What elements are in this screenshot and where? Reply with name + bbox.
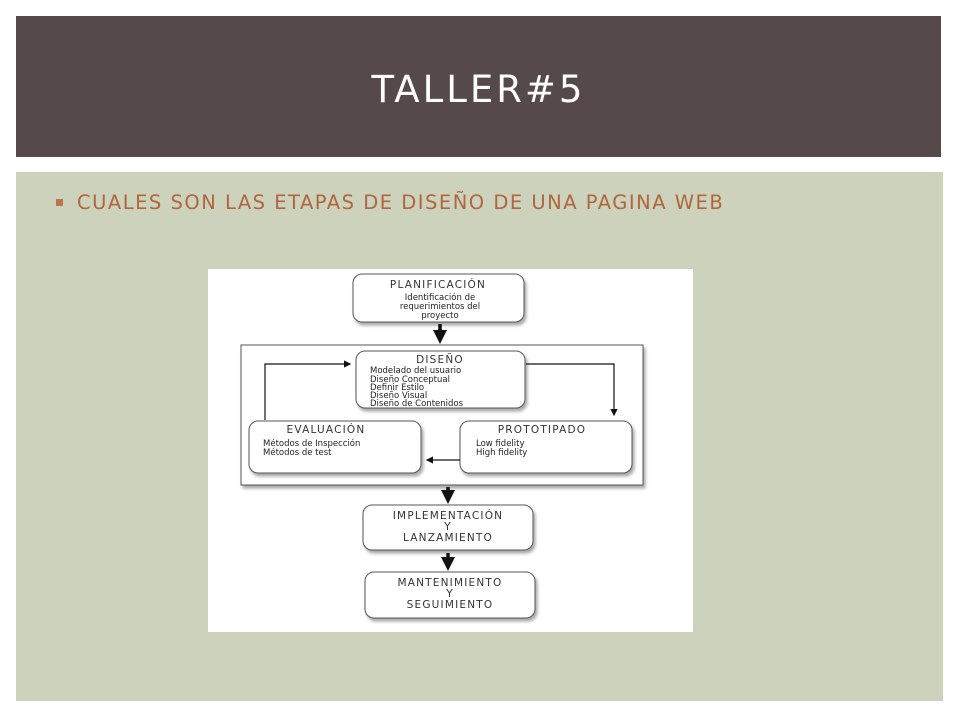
flow-diagram-svg: PLANIFICACIÓN Identificación de requerim… (240, 273, 644, 619)
prototipado-line: Low fidelity (476, 439, 525, 449)
diseno-box: DISEÑO Modelado del usuario Diseño Conce… (355, 350, 526, 409)
title-bar: TALLER#5 (16, 16, 941, 157)
content-area: CUALES SON LAS ETAPAS DE DISEÑO DE UNA P… (16, 172, 943, 701)
bullet-text: CUALES SON LAS ETAPAS DE DISEÑO DE UNA P… (77, 191, 725, 214)
evaluacion-title: EVALUACIÓN (287, 423, 366, 436)
implementacion-box: IMPLEMENTACIÓN Y LANZAMIENTO (362, 504, 534, 551)
arrow-evaluacion-to-diseno (264, 360, 352, 420)
prototipado-box: PROTOTIPADO Low fidelity High fidelity (459, 420, 633, 474)
planificacion-line: Identificación de (405, 292, 475, 303)
diseno-line: Diseño de Contenidos (370, 399, 464, 409)
mantenimiento-line: SEGUIMIENTO (407, 599, 494, 611)
diseno-line: Diseño Visual (370, 391, 427, 401)
mantenimiento-line: MANTENIMIENTO (397, 577, 502, 589)
diseno-line: Modelado del usuario (370, 366, 461, 376)
square-bullet-icon (56, 199, 63, 206)
diseno-line: Definir Estilo (370, 383, 424, 393)
evaluacion-box: EVALUACIÓN Métodos de Inspección Métodos… (248, 420, 422, 474)
flow-diagram: PLANIFICACIÓN Identificación de requerim… (208, 269, 693, 632)
bullet-item: CUALES SON LAS ETAPAS DE DISEÑO DE UNA P… (56, 191, 724, 214)
slide-title: TALLER#5 (371, 68, 586, 111)
mantenimiento-box: MANTENIMIENTO Y SEGUIMIENTO (364, 571, 536, 619)
prototipado-title: PROTOTIPADO (498, 424, 586, 436)
diseno-line: Diseño Conceptual (370, 375, 450, 385)
evaluacion-line: Métodos de Inspección (263, 438, 360, 449)
planificacion-line: proyecto (421, 311, 458, 321)
implementacion-line: Y (443, 521, 452, 533)
implementacion-line: LANZAMIENTO (403, 532, 493, 544)
planificacion-box: PLANIFICACIÓN Identificación de requerim… (352, 273, 525, 323)
prototipado-line: High fidelity (476, 448, 527, 458)
planificacion-title: PLANIFICACIÓN (390, 278, 486, 291)
planificacion-line: requerimientos del (400, 302, 480, 312)
implementacion-line: IMPLEMENTACIÓN (393, 509, 503, 522)
diseno-title: DISEÑO (416, 353, 464, 366)
evaluacion-line: Métodos de test (263, 447, 332, 458)
arrow-diseno-to-prototipado (526, 363, 618, 417)
mantenimiento-line: Y (445, 588, 454, 600)
